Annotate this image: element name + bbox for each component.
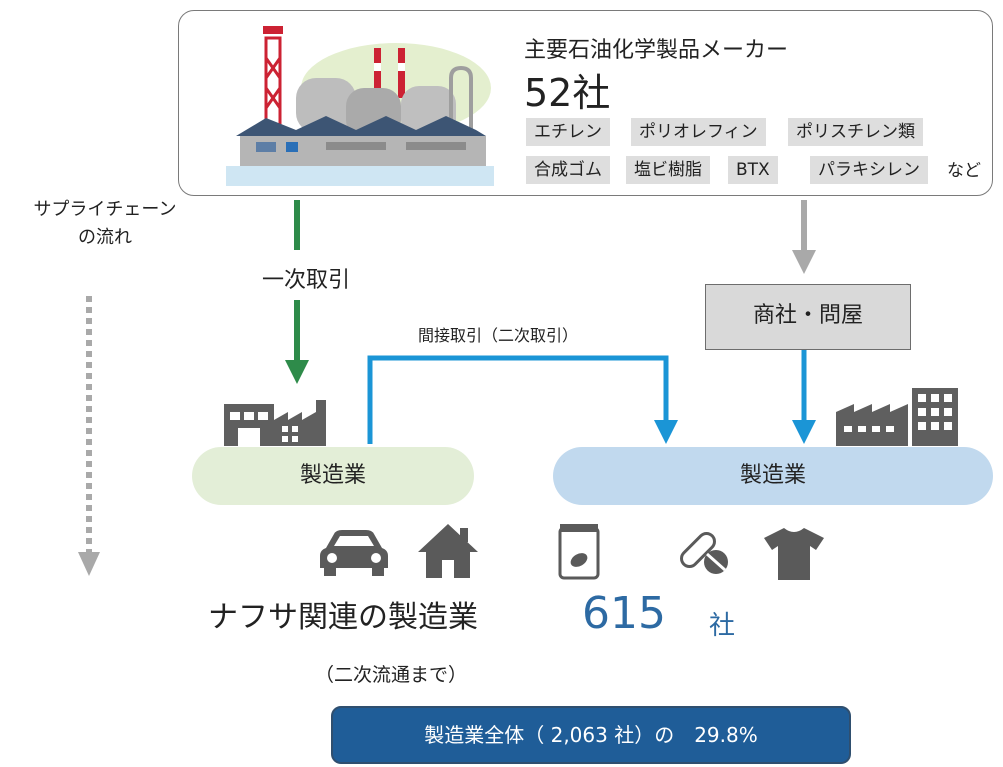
food-bag-icon bbox=[558, 524, 600, 580]
indirect-trade-label: 間接取引（二次取引） bbox=[418, 326, 579, 345]
primary-trade-label: 一次取引 bbox=[262, 268, 351, 293]
maker-title: 主要石油化学製品メーカー bbox=[524, 38, 789, 63]
scope-note: （二次流通まで） bbox=[315, 664, 468, 686]
car-icon bbox=[320, 530, 388, 576]
trader-box: 商社・問屋 bbox=[705, 284, 911, 350]
naphtha-count: 615 bbox=[582, 588, 666, 639]
product-tag: 合成ゴム bbox=[526, 156, 610, 184]
house-icon bbox=[418, 524, 478, 578]
supply-chain-label-line1: サプライチェーン bbox=[33, 199, 177, 220]
supply-chain-label: サプライチェーン の流れ bbox=[10, 196, 200, 252]
products-suffix: など bbox=[947, 161, 981, 181]
factory-building-icon bbox=[836, 388, 958, 446]
tshirt-icon bbox=[764, 528, 824, 580]
share-badge: 製造業全体（ 2,063 社）の 29.8% bbox=[331, 706, 851, 764]
manufacturer-primary: 製造業 bbox=[192, 447, 474, 505]
pill-icon bbox=[680, 532, 728, 574]
naphtha-count-unit: 社 bbox=[709, 611, 736, 641]
manufacturer-secondary: 製造業 bbox=[553, 447, 993, 505]
naphtha-manufacturers-label: ナフサ関連の製造業 bbox=[208, 600, 478, 635]
product-tag: エチレン bbox=[526, 118, 610, 146]
supply-chain-label-line2: の流れ bbox=[78, 227, 132, 248]
product-tag: パラキシレン bbox=[810, 156, 928, 184]
product-tag: 塩ビ樹脂 bbox=[626, 156, 710, 184]
maker-count: 52社 bbox=[524, 71, 611, 115]
product-tag: ポリオレフィン bbox=[631, 118, 766, 146]
product-tag: ポリスチレン類 bbox=[788, 118, 923, 146]
refinery-icon bbox=[226, 26, 494, 186]
factory-icon bbox=[224, 400, 326, 446]
product-tag: BTX bbox=[728, 156, 778, 184]
